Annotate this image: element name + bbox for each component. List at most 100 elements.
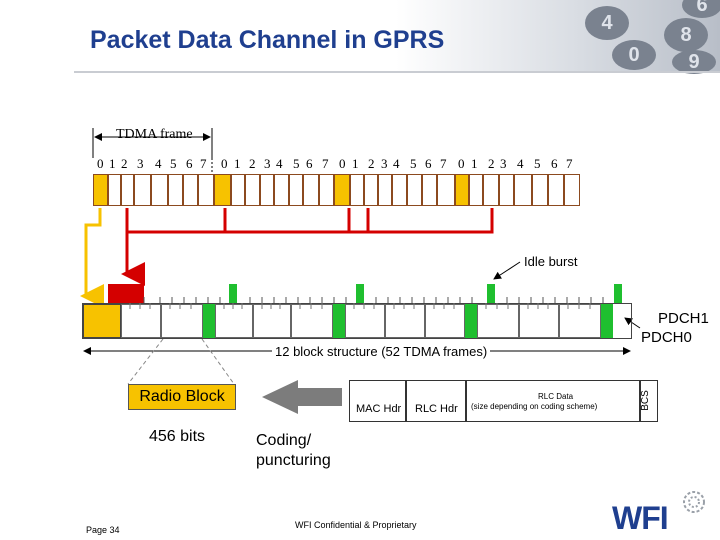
frame-digit: 6: [551, 156, 558, 171]
frame-digit: 1: [109, 156, 116, 171]
frame-digit: 6: [186, 156, 193, 171]
timeslot: [514, 174, 532, 206]
timeslot: [134, 174, 151, 206]
frame-digit: 7: [440, 156, 447, 171]
timeslot: [231, 174, 245, 206]
timeslot: [260, 174, 274, 206]
frame-digit: 1: [471, 156, 478, 171]
timeslot: [364, 174, 378, 206]
pdch0-green-slot: [601, 304, 613, 338]
frame-digit: 4: [276, 156, 283, 171]
frame-digit: 3: [264, 156, 271, 171]
timeslot: [151, 174, 168, 206]
timeslot: [392, 174, 407, 206]
pdch0-block: [559, 304, 601, 338]
frame-digit: 1: [234, 156, 241, 171]
radio-block-box: Radio Block: [128, 384, 236, 410]
frame-digit: 4: [393, 156, 400, 171]
frame-digit: 4: [155, 156, 162, 171]
pdch1-red-block: [108, 284, 144, 303]
frame-digit: 7: [200, 156, 207, 171]
frame-digit: 5: [534, 156, 541, 171]
mac-hdr-label: MAC Hdr: [356, 403, 402, 415]
pdch1-green-slot: [356, 284, 364, 303]
pdch0-block: [291, 304, 333, 338]
timeslot: [303, 174, 319, 206]
timeslot: [499, 174, 514, 206]
pdch0-block: [161, 304, 203, 338]
timeslot: [108, 174, 121, 206]
pdch0-yellow-block: [83, 304, 121, 338]
pdch0-block: [519, 304, 559, 338]
rlc-hdr-cell: RLC Hdr: [406, 380, 466, 422]
bits-label: 456 bits: [149, 428, 206, 445]
keypad-key-6: 6: [682, 0, 720, 18]
timeslot: [319, 174, 334, 206]
frame-digit: 6: [425, 156, 432, 171]
frame-digit: 0: [221, 156, 228, 171]
logo-text: WFI: [612, 500, 669, 536]
pdch-pointer: [624, 317, 641, 329]
frame-digit: 0: [97, 156, 104, 171]
timeslot: [274, 174, 289, 206]
bcs-cell: BCS: [640, 380, 658, 422]
pdch0-block: [425, 304, 465, 338]
frame-digit: 7: [322, 156, 329, 171]
frame-digit: 5: [170, 156, 177, 171]
pdch0-block: [215, 304, 253, 338]
mac-hdr-cell: MAC Hdr: [349, 380, 406, 422]
timeslot: [168, 174, 183, 206]
timeslot: [437, 174, 455, 206]
pdch0-block: [477, 304, 519, 338]
pdch0-ticks: [129, 303, 591, 309]
rlc-data-cell: RLC Data (size depending on coding schem…: [466, 380, 640, 422]
pdch0-green-slot: [203, 304, 215, 338]
coding-arrow: [262, 380, 342, 414]
pdch1-green-slot: [487, 284, 495, 303]
frame-digit: 3: [500, 156, 507, 171]
timeslot: [245, 174, 260, 206]
yellow-arrow: [80, 208, 104, 308]
keypad-key-4: 4: [585, 6, 629, 40]
idle-burst-label: Idle burst: [524, 254, 578, 269]
frame-digit: 6: [306, 156, 313, 171]
page-number: Page 34: [86, 525, 120, 535]
timeslot: [183, 174, 198, 206]
idle-burst-pointer: [493, 261, 521, 280]
frame-digit: 5: [293, 156, 300, 171]
timeslot-0-active: [455, 174, 469, 206]
keypad-key-8: 8: [664, 18, 708, 52]
pdch1-label: PDCH1: [658, 310, 709, 327]
pdch1-green-slot: [614, 284, 622, 303]
frame-digit: 2: [249, 156, 256, 171]
title-divider: [74, 71, 720, 73]
keypad-key-9: 9: [672, 50, 716, 74]
rlc-data-subtitle: (size depending on coding scheme): [471, 402, 598, 411]
pdch0-block: [253, 304, 291, 338]
timeslot: [532, 174, 548, 206]
frame-digit: 2: [121, 156, 128, 171]
pdch0-label: PDCH0: [641, 329, 692, 346]
frame-digit: 3: [381, 156, 388, 171]
pdch1-green-slot: [229, 284, 237, 303]
rlc-hdr-label: RLC Hdr: [415, 403, 458, 415]
pdch0-green-slot: [465, 304, 477, 338]
timeslot-0-active: [214, 174, 231, 206]
timeslot: [121, 174, 134, 206]
timeslot: [378, 174, 392, 206]
timeslot: [422, 174, 437, 206]
pdch0-green-slot: [333, 304, 345, 338]
timeslot-0-active: [334, 174, 350, 206]
tdma-frame-label: TDMA frame: [116, 127, 193, 142]
keypad-key-0: 0: [612, 40, 656, 70]
frame-digit: 3: [137, 156, 144, 171]
logo-swirl-icon: [683, 491, 705, 513]
pdch0-block: [121, 304, 161, 338]
frame-digit: 5: [410, 156, 417, 171]
timeslot: [407, 174, 422, 206]
timeslot: [350, 174, 364, 206]
timeslot: [548, 174, 564, 206]
bcs-label: BCS: [639, 390, 651, 411]
frame-digit: 0: [339, 156, 346, 171]
